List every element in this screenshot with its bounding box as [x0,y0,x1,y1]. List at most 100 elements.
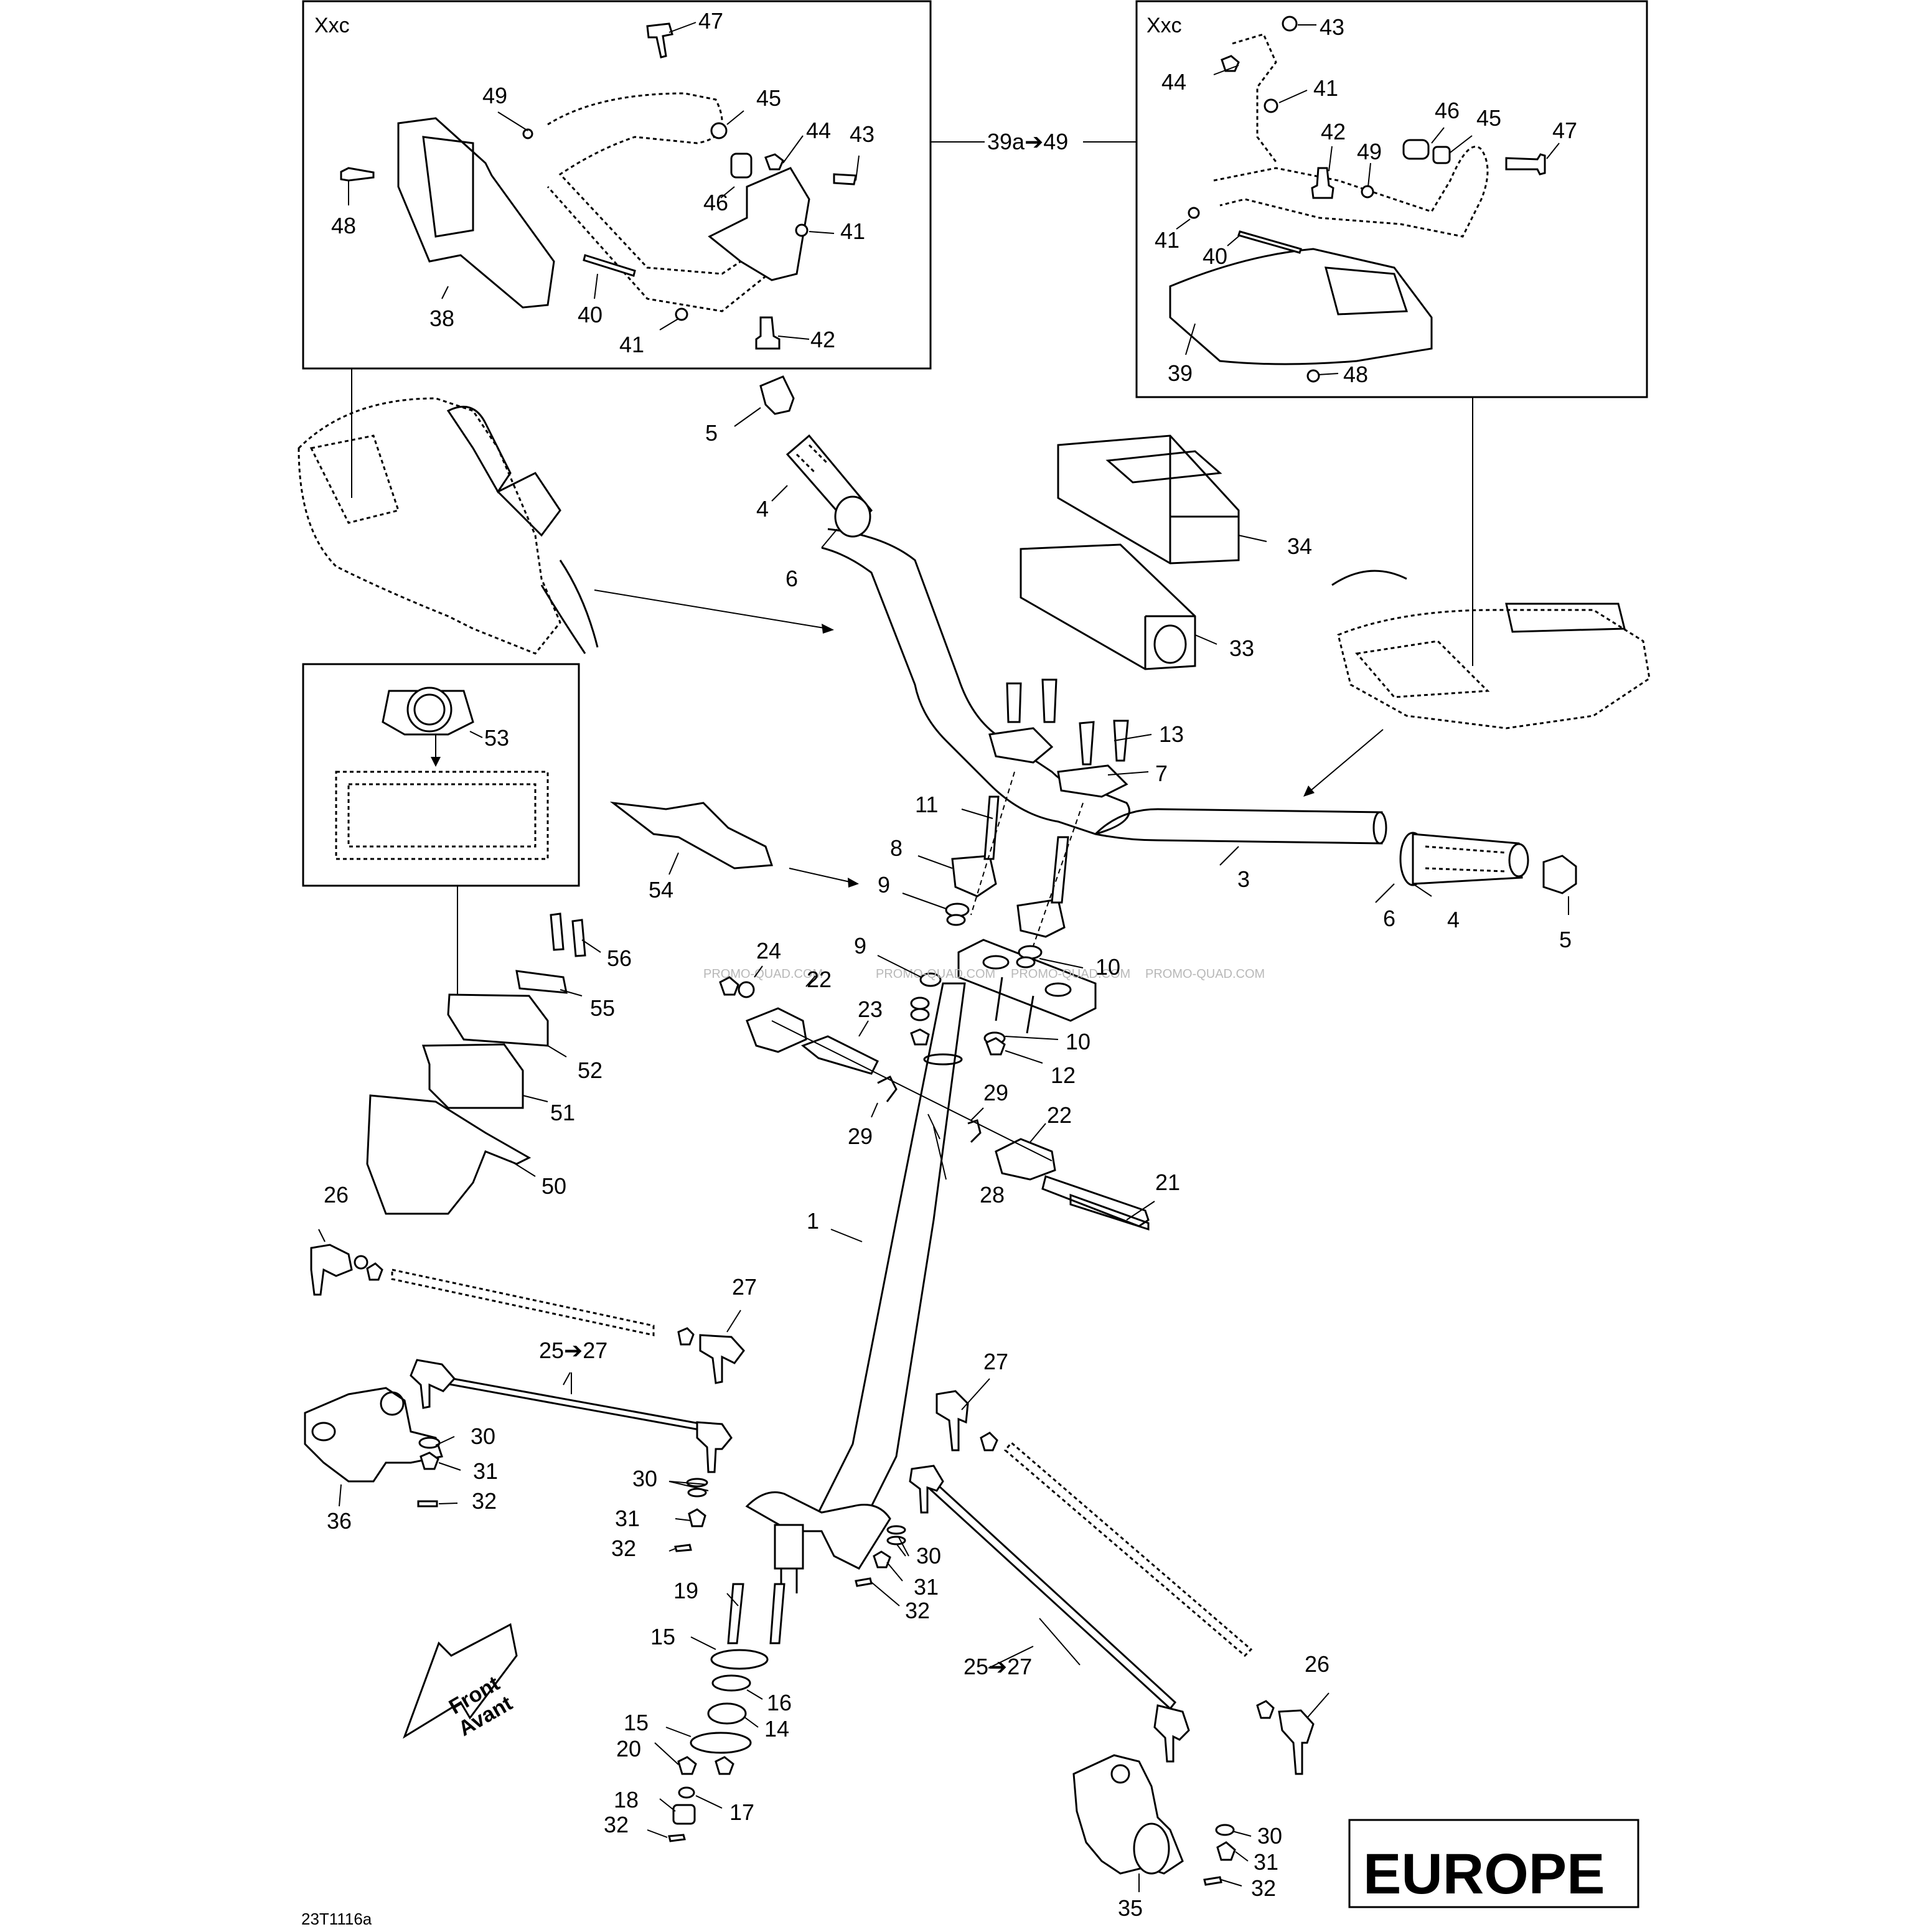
label-32-far-right: 32 [1251,1875,1276,1901]
label-38: 38 [429,306,454,331]
label-47-right: 47 [1552,118,1577,143]
label-44-right: 44 [1161,69,1186,95]
seal-16 [711,1674,751,1692]
bolt-43-left [833,173,857,185]
clip-29-b [967,1119,982,1143]
label-40-right: 40 [1203,243,1227,269]
label-4-left: 4 [756,496,769,522]
bushing-9b [919,972,942,987]
tie-rod-25-upper [391,1268,655,1336]
label-32-bottom: 32 [604,1812,629,1837]
label-30-mid: 30 [632,1466,657,1491]
label-50: 50 [542,1173,566,1199]
label-41-left-a: 41 [840,218,865,244]
inset-title-left: Xxc [314,14,350,37]
washer-30-a [418,1437,441,1449]
label-3: 3 [1237,866,1250,892]
label-45-right: 45 [1476,105,1501,131]
bolt-47-left [646,22,673,59]
bracket-54 [609,801,774,870]
bar-end-5-right [1542,855,1577,894]
label-16: 16 [767,1690,792,1715]
label-47-left: 47 [698,8,723,34]
label-30-far-right: 30 [1257,1823,1282,1849]
label-51: 51 [550,1100,575,1125]
nut-49-left [522,128,533,139]
bracket-22-upper [746,1007,807,1053]
handguard-assembly-right [1331,570,1651,729]
label-32-left: 32 [472,1488,497,1514]
label-56: 56 [607,945,632,971]
label-49-left: 49 [482,83,507,108]
nut-41b-left [675,307,688,321]
label-48-right: 48 [1343,362,1368,387]
cover-52 [447,993,549,1047]
label-21: 21 [1155,1170,1180,1195]
nut-20-b [715,1756,734,1775]
label-55: 55 [590,995,615,1021]
label-54: 54 [649,877,673,903]
label-31-left: 31 [473,1458,498,1484]
handlebar-pad-33 [1020,543,1196,670]
pin-40-right [1237,230,1302,254]
label-15-upper: 15 [650,1624,675,1649]
screws-56 [550,912,586,957]
label-29-left: 29 [848,1123,873,1149]
clip-29-a [877,1075,898,1102]
label-12: 12 [1051,1062,1076,1088]
label-range-25-27-right: 25➔27 [964,1654,1032,1679]
label-29-right: 29 [983,1080,1008,1105]
label-range-25-27-left: 25➔27 [539,1338,607,1363]
nut-41b-right [1188,207,1200,219]
nut-31-b [688,1508,706,1527]
label-46-right: 46 [1435,98,1460,123]
label-14: 14 [764,1716,789,1742]
nut-24-b [738,981,755,998]
pin-32-e [668,1834,686,1842]
label-9-b: 9 [854,933,866,959]
label-27-right: 27 [983,1349,1008,1374]
module-51 [421,1043,524,1109]
nut-44-left [764,153,784,171]
bearing-15-lower [690,1732,752,1754]
inset-box-right [1135,0,1648,398]
nut-12 [985,1037,1006,1056]
sleeve-46-left [730,152,753,179]
label-44-left: 44 [806,118,831,143]
label-7: 7 [1155,761,1168,786]
watermark-2: PROMO-QUAD.COM [876,967,995,981]
nut-18 [672,1804,696,1825]
label-31-right: 31 [914,1574,939,1600]
washer-30-c [886,1525,906,1535]
diagram-code: 23T1116a [301,1910,372,1928]
watermark-1: PROMO-QUAD.COM [703,967,823,981]
region-label: EUROPE [1363,1842,1605,1906]
part-labels: 47 49 45 44 43 46 41 48 38 40 41 42 43 4… [324,8,1577,1921]
handguard-assembly-left [298,397,599,655]
range-label-39a-49: 39a➔49 [987,129,1068,154]
nut-31-a [420,1451,439,1470]
pin-40-left [583,254,636,277]
handlebar-pad-34 [1057,434,1240,565]
label-22-lower: 22 [1047,1102,1072,1128]
label-11: 11 [915,792,938,817]
label-32-right: 32 [905,1598,930,1623]
label-31-far-right: 31 [1254,1849,1278,1875]
label-8: 8 [890,835,903,861]
tie-rod-end-27-left [677,1327,745,1384]
inset-title-right: Xxc [1147,14,1182,37]
label-10-a: 10 [1095,954,1120,980]
label-43-left: 43 [850,121,875,147]
knuckle-36 [304,1387,443,1483]
label-52: 52 [578,1057,603,1083]
label-15-lower: 15 [624,1710,649,1735]
housing-50 [366,1094,532,1215]
pin-32-d [1203,1876,1222,1886]
label-6-left: 6 [785,566,798,591]
label-9-a: 9 [878,872,890,898]
label-23: 23 [858,996,883,1022]
nut-43-right [1282,16,1298,32]
label-41-right-b: 41 [1155,227,1179,253]
bar-end-5-left [759,375,795,415]
